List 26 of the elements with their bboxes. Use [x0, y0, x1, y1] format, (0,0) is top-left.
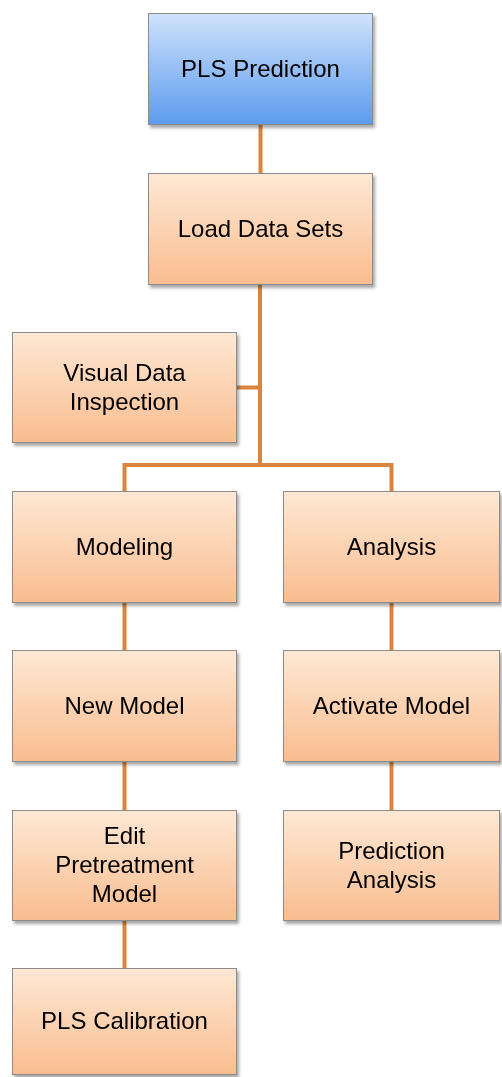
box-label: New Model — [64, 691, 185, 721]
connector-line — [389, 603, 394, 650]
connector-line — [122, 603, 127, 650]
process-box — [12, 810, 237, 921]
process-box — [148, 173, 373, 285]
box-label: Activate Model — [312, 691, 471, 721]
title-box — [148, 13, 373, 125]
process-box — [283, 491, 500, 603]
process-box — [12, 491, 237, 603]
connector-line — [122, 921, 127, 968]
box-label: Analysis — [346, 532, 437, 562]
connector-line — [122, 762, 127, 810]
process-box — [12, 332, 237, 443]
box-label: PLS Prediction — [181, 54, 340, 84]
process-box — [283, 810, 500, 921]
process-box — [283, 650, 500, 762]
box-label: Load Data Sets — [177, 214, 344, 244]
connector-line — [258, 125, 263, 173]
box-label: PLS Calibration — [41, 1007, 208, 1036]
box-label: Prediction Analysis — [337, 836, 446, 895]
process-box — [12, 968, 237, 1075]
box-label: Modeling — [75, 532, 174, 562]
box-label: Visual Data Inspection — [62, 358, 187, 417]
process-box — [12, 650, 237, 762]
connector-line — [389, 762, 394, 810]
box-label: Edit Pretreatment Model — [54, 822, 195, 909]
